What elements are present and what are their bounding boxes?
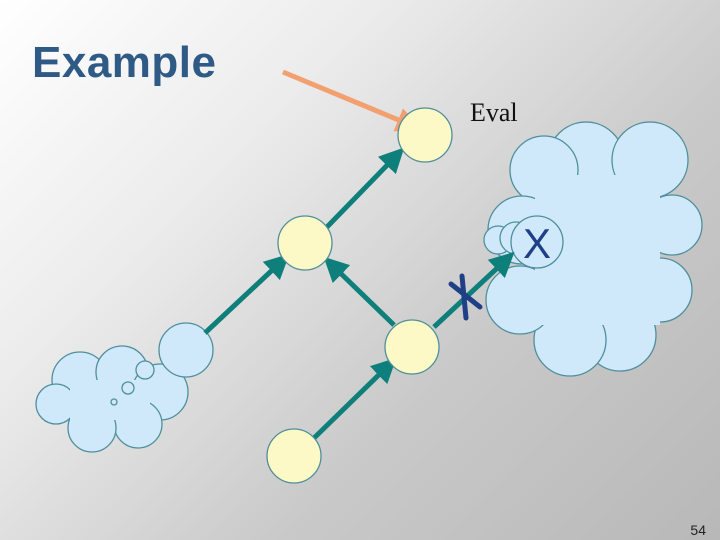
- right-cloud-node: [510, 215, 564, 269]
- node-mid: [277, 215, 333, 271]
- cross-mark-icon: [448, 273, 483, 321]
- node-top: [397, 107, 453, 163]
- edge-bottom-to-right: [310, 357, 397, 442]
- edges: [203, 147, 515, 442]
- left-cloud-node: [158, 322, 214, 378]
- edge-mid-to-top: [324, 147, 405, 230]
- edge-right-to-mid: [323, 256, 396, 327]
- eval-label: Eval: [470, 98, 518, 127]
- page-number: 54: [690, 522, 706, 538]
- eval-arrow: [282, 69, 422, 132]
- nodes: [266, 107, 453, 484]
- edge-right-to-cloud: [432, 251, 515, 329]
- left-cloud: [35, 345, 189, 453]
- slide-title: Example: [32, 38, 217, 87]
- edge-left-cloud-to-mid: [203, 253, 290, 335]
- node-bottom: [266, 428, 322, 484]
- cut-mark-label: X: [523, 220, 551, 267]
- left-cloud-bubbles: [110, 360, 155, 406]
- node-right: [384, 319, 440, 375]
